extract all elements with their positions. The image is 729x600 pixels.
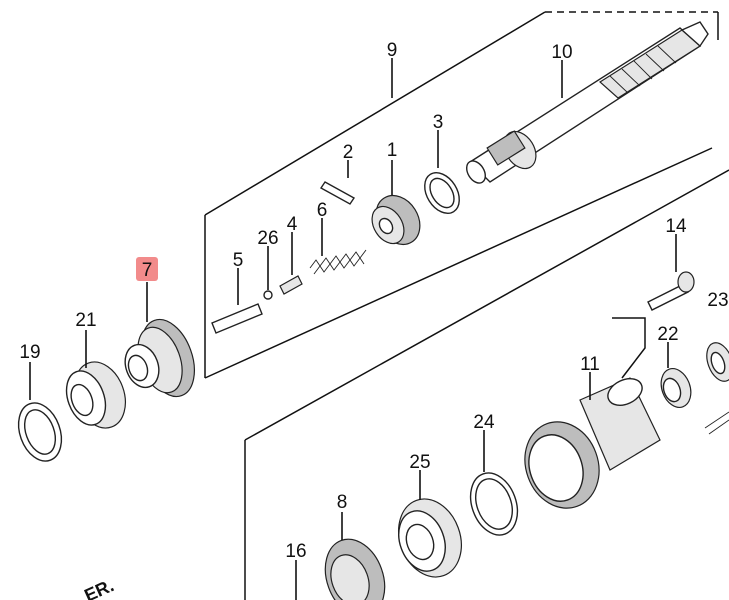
partial-label-text: ER. — [81, 575, 117, 600]
part-6-spring — [309, 249, 367, 275]
part-2-pin — [319, 181, 356, 205]
callout-22: 22 — [657, 324, 678, 345]
part-4-small-pin — [279, 275, 303, 295]
part-10-main-shaft — [466, 21, 709, 184]
part-11-housing — [524, 377, 661, 509]
lower-assembly-frame — [244, 169, 729, 600]
callout-10: 10 — [551, 42, 572, 63]
callout-24: 24 — [473, 412, 495, 433]
callout-26: 26 — [257, 228, 278, 249]
callout-11: 11 — [580, 354, 600, 375]
callout-16: 16 — [285, 541, 306, 562]
callout-labels: 9 10 1 2 3 4 5 6 7 8 11 14 16 19 21 22 2… — [19, 40, 728, 562]
callout-25: 25 — [409, 452, 430, 473]
callout-2: 2 — [343, 142, 354, 163]
part-3-ring — [424, 172, 460, 214]
part-14-bolt — [647, 271, 695, 311]
callout-3: 3 — [433, 112, 444, 133]
callout-5: 5 — [233, 250, 244, 271]
part-23-seal — [704, 342, 729, 435]
callout-7: 7 — [142, 260, 153, 281]
part-25-bearing — [398, 498, 462, 578]
part-8-gear — [324, 538, 386, 600]
callout-19: 19 — [19, 342, 40, 363]
callout-6: 6 — [317, 200, 328, 221]
callout-4: 4 — [287, 214, 298, 235]
callout-8: 8 — [337, 492, 348, 513]
part-24-o-ring — [469, 472, 519, 536]
part-1-clutch — [371, 194, 421, 246]
callout-9: 9 — [387, 40, 398, 61]
callout-21: 21 — [75, 310, 96, 331]
part-19-washer — [17, 402, 63, 462]
part-7-bevel-gear — [124, 318, 195, 398]
callout-14: 14 — [665, 216, 687, 237]
callout-23: 23 — [707, 290, 728, 311]
part-21-bearing — [65, 361, 126, 429]
part-22-bearing — [660, 368, 692, 408]
leader-lines — [29, 58, 677, 600]
part-5-long-pin — [211, 303, 263, 334]
callout-1: 1 — [387, 140, 398, 161]
upper-assembly-frame — [204, 11, 719, 379]
callout-7-highlight — [136, 257, 158, 281]
part-26-ball — [263, 290, 273, 300]
